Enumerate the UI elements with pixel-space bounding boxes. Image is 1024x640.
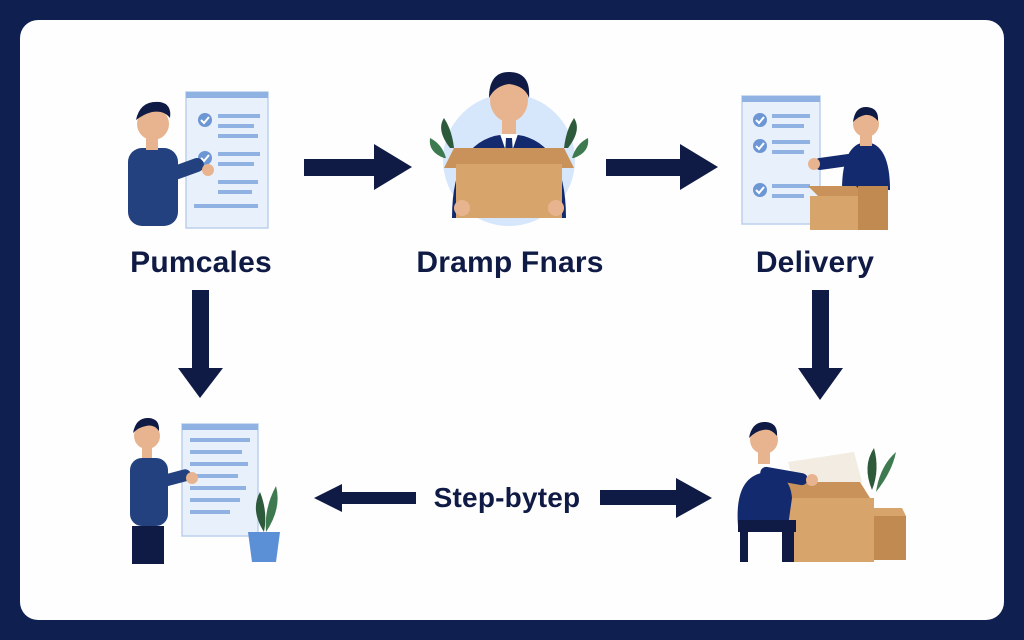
diagram-illustration bbox=[128, 72, 906, 564]
connector-label: Step-bytep bbox=[433, 482, 581, 513]
arrow-connector-right bbox=[600, 478, 712, 518]
arrow-connector-left bbox=[314, 484, 416, 512]
person-packing-box-icon bbox=[741, 95, 890, 230]
person-document-plant-icon bbox=[130, 417, 280, 564]
arrow-step1-to-step2 bbox=[304, 144, 412, 190]
arrow-step1-down bbox=[178, 290, 223, 398]
step-label-dramp-fnars: Dramp Fnars bbox=[416, 246, 604, 279]
person-holding-box-icon bbox=[429, 72, 589, 226]
step-label-delivery: Delivery bbox=[755, 246, 875, 279]
diagram-canvas: Pumcales Dramp Fnars Delivery Step-bytep bbox=[20, 20, 1004, 620]
person-checklist-icon bbox=[128, 91, 269, 229]
person-desk-box-icon bbox=[737, 421, 906, 562]
arrow-step3-down bbox=[798, 290, 843, 400]
arrow-step2-to-step3 bbox=[606, 144, 718, 190]
step-label-pumcales: Pumcales bbox=[130, 246, 272, 279]
